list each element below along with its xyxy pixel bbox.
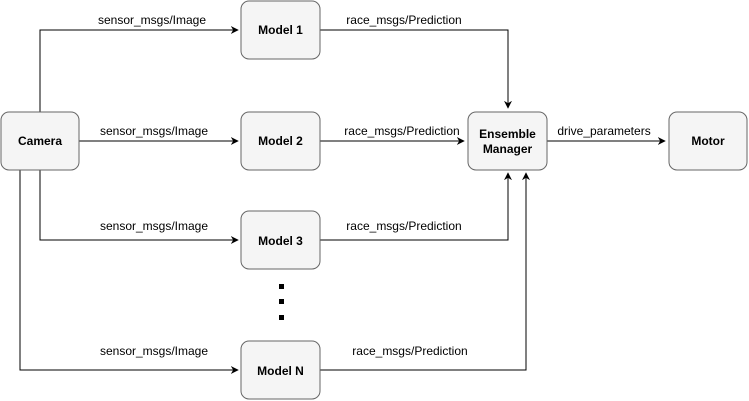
node-camera-label: Camera	[18, 134, 62, 148]
edges: sensor_msgs/Image sensor_msgs/Image sens…	[19, 13, 666, 374]
edge-camera-to-model-3	[39, 170, 239, 244]
edge-model-1-to-ensemble	[320, 29, 512, 109]
node-model-3: Model 3	[240, 210, 321, 270]
ellipsis-dot-1	[279, 284, 284, 289]
node-motor: Motor	[668, 111, 748, 171]
node-ensemble-manager: Ensemble Manager	[467, 111, 548, 171]
edge-label-model-n-to-ensemble: race_msgs/Prediction	[352, 344, 467, 358]
ellipsis-more-models	[279, 284, 284, 320]
node-ensemble-manager-label-line2: Manager	[483, 142, 533, 156]
edge-label-model-2-to-ensemble: race_msgs/Prediction	[344, 124, 459, 138]
node-ensemble-manager-label-line1: Ensemble	[479, 127, 536, 141]
node-model-3-label: Model 3	[258, 234, 303, 248]
edge-camera-to-model-n	[19, 170, 239, 374]
node-model-2: Model 2	[240, 111, 321, 171]
node-model-2-label: Model 2	[258, 134, 303, 148]
edge-label-camera-to-model-n: sensor_msgs/Image	[100, 344, 208, 358]
edge-label-model-1-to-ensemble: race_msgs/Prediction	[346, 13, 461, 27]
node-model-1: Model 1	[240, 0, 321, 60]
edge-label-ensemble-to-motor: drive_parameters	[557, 124, 650, 138]
node-model-n-label: Model N	[257, 364, 304, 378]
ellipsis-dot-3	[279, 315, 284, 320]
edge-label-camera-to-model-1: sensor_msgs/Image	[98, 13, 206, 27]
node-model-n: Model N	[240, 340, 321, 400]
ellipsis-dot-2	[279, 299, 284, 304]
edge-label-camera-to-model-2: sensor_msgs/Image	[100, 124, 208, 138]
node-model-1-label: Model 1	[258, 23, 303, 37]
edge-model-n-to-ensemble	[320, 172, 530, 371]
node-camera: Camera	[0, 111, 80, 171]
node-motor-label: Motor	[691, 134, 725, 148]
edge-label-model-3-to-ensemble: race_msgs/Prediction	[346, 219, 461, 233]
edge-model-3-to-ensemble	[320, 172, 512, 241]
edge-camera-to-model-1	[39, 26, 239, 112]
edge-label-camera-to-model-3: sensor_msgs/Image	[100, 219, 208, 233]
